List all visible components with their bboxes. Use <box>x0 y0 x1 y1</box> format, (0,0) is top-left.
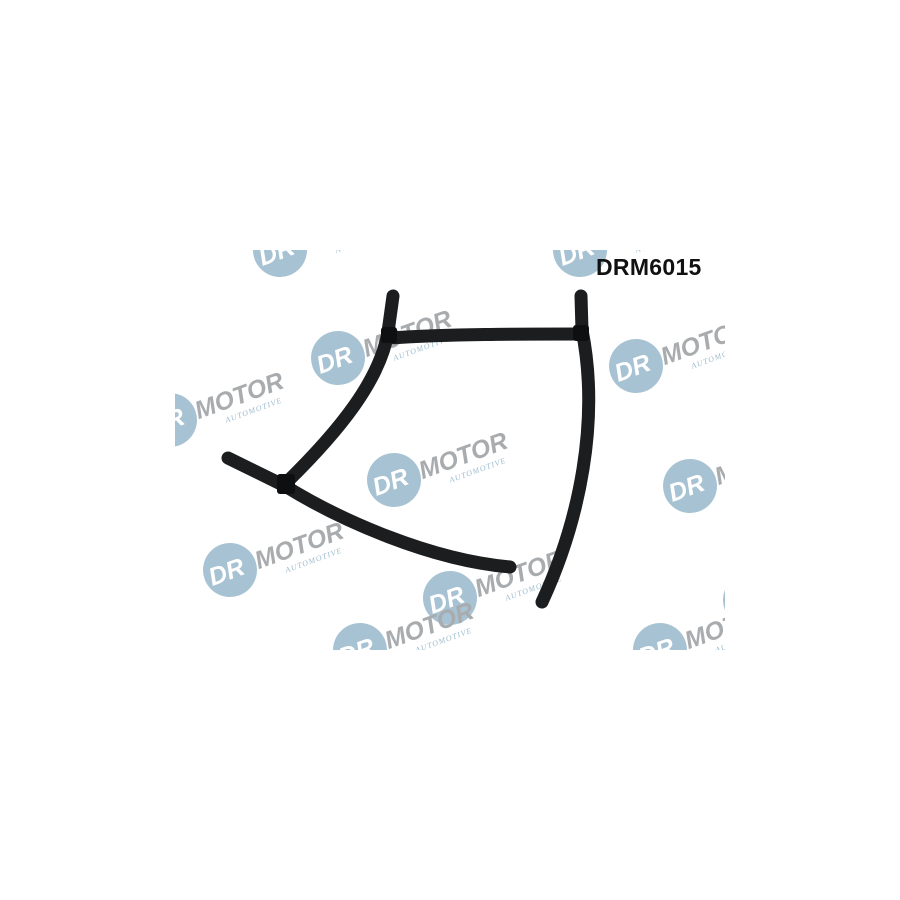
watermark-logo: DR MOTOR AUTOMOTIVE <box>663 433 725 513</box>
watermark-circle <box>423 571 477 625</box>
watermark-logo: DR MOTOR AUTOMOTIVE <box>633 597 725 650</box>
watermark-circle <box>553 250 607 277</box>
watermark-tagline: AUTOMOTIVE <box>333 250 393 255</box>
watermark-circle <box>367 453 421 507</box>
photo-canvas: DR MOTOR AUTOMOTIVE DR MOTOR AUTOMOTIVE … <box>175 250 725 650</box>
watermark-logo: DR MOTOR AUTOMOTIVE <box>203 517 348 597</box>
watermark-motor: MOTOR <box>301 250 398 255</box>
watermark-circle <box>175 393 197 447</box>
watermark-circle <box>253 250 307 277</box>
watermark-circle <box>633 623 687 650</box>
hose-left-arc <box>280 289 400 489</box>
watermark-logo: DR MOTOR AUTOMOTIVE <box>609 313 725 393</box>
watermark-circle <box>663 459 717 513</box>
watermark-circle <box>333 623 387 650</box>
hose-top-bridge <box>383 327 587 345</box>
hose-right-arc <box>535 289 596 609</box>
product-photo: DR MOTOR AUTOMOTIVE DR MOTOR AUTOMOTIVE … <box>175 250 725 650</box>
hose-bottom-arc <box>221 451 517 574</box>
watermark-circle <box>609 339 663 393</box>
t-connector-top-left <box>381 327 397 343</box>
watermark-motor: MOTOR <box>681 597 725 650</box>
watermark-logo: DR MOTOR AUTOMOTIVE <box>175 367 288 447</box>
watermark-logo: DR MOTOR AUTOMOTIVE <box>253 250 398 277</box>
t-connector-top-right <box>573 325 589 341</box>
watermark-logo: DR MOTOR AUTOMOTIVE <box>367 427 512 507</box>
product-code-label: DRM6015 <box>596 254 702 280</box>
hose-connectors <box>277 325 589 494</box>
watermark-logo: DR MOTOR AUTOMOTIVE <box>723 573 725 627</box>
watermark-layer: DR MOTOR AUTOMOTIVE DR MOTOR AUTOMOTIVE … <box>175 250 725 650</box>
watermark-circle <box>311 331 365 385</box>
watermark-circle <box>203 543 257 597</box>
t-connector-bottom-left <box>277 474 295 494</box>
